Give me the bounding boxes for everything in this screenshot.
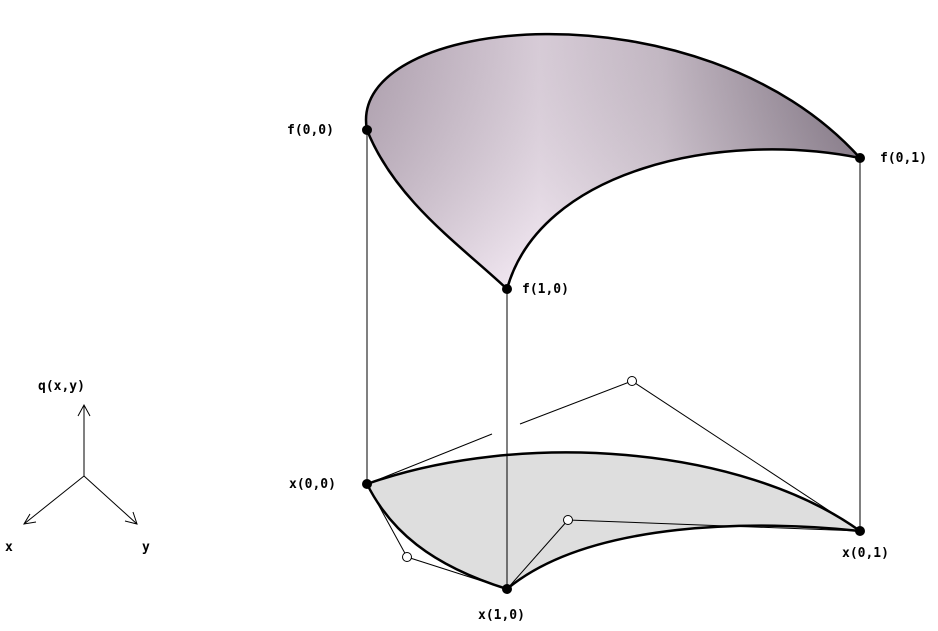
x-axis	[23, 475, 85, 525]
y-axis-arrow-head	[124, 511, 138, 525]
q-axis-arrow-head	[77, 403, 91, 417]
control-polygon	[366, 380, 861, 590]
x-axis-arrow-head	[23, 513, 37, 525]
axis-labels: q(x,y) x y	[5, 379, 150, 555]
base-back-edge	[366, 451, 861, 533]
label-f10: f(1,0)	[522, 282, 569, 297]
point-labels: f(0,0) f(0,1) f(1,0) x(0,0) x(0,1) x(1,0…	[287, 123, 927, 623]
control-line-p1-mid	[519, 380, 633, 425]
top-surface-shade	[366, 34, 860, 290]
label-x10: x(1,0)	[478, 608, 525, 623]
base-patch	[365, 451, 861, 591]
base-patch-fill	[367, 452, 860, 589]
control-point-inner	[563, 515, 573, 525]
vertical-lifts	[366, 130, 861, 589]
control-line-x10-inner	[506, 519, 569, 590]
control-line-x00-p1	[366, 433, 493, 485]
y-axis	[83, 475, 138, 525]
axis-glyph	[23, 403, 138, 525]
point-x01	[855, 526, 865, 536]
point-f00	[362, 125, 372, 135]
control-point-lower-left	[402, 552, 412, 562]
control-line-inner-x01	[567, 519, 861, 532]
corner-points	[362, 125, 865, 594]
control-line-x00-lowleft	[366, 483, 408, 558]
label-f01: f(0,1)	[880, 151, 927, 166]
point-x00	[362, 479, 372, 489]
point-f01	[855, 153, 865, 163]
label-x-axis: x	[5, 540, 13, 555]
label-q-axis: q(x,y)	[38, 379, 85, 394]
control-points	[402, 376, 637, 562]
top-surface-back-edge	[364, 32, 861, 159]
label-y-axis: y	[142, 540, 150, 555]
label-f00: f(0,0)	[287, 123, 334, 138]
base-right-edge	[506, 524, 861, 590]
top-surface-left-edge	[365, 129, 508, 290]
control-line-mid-x01	[631, 380, 861, 532]
control-line-lowleft-x10	[406, 556, 508, 590]
label-x00: x(0,0)	[289, 477, 336, 492]
point-x10	[502, 584, 512, 594]
point-f10	[502, 284, 512, 294]
top-surface-right-edge	[505, 148, 861, 290]
label-x01: x(0,1)	[842, 546, 889, 561]
control-point-top	[627, 376, 637, 386]
top-surface	[364, 32, 861, 290]
